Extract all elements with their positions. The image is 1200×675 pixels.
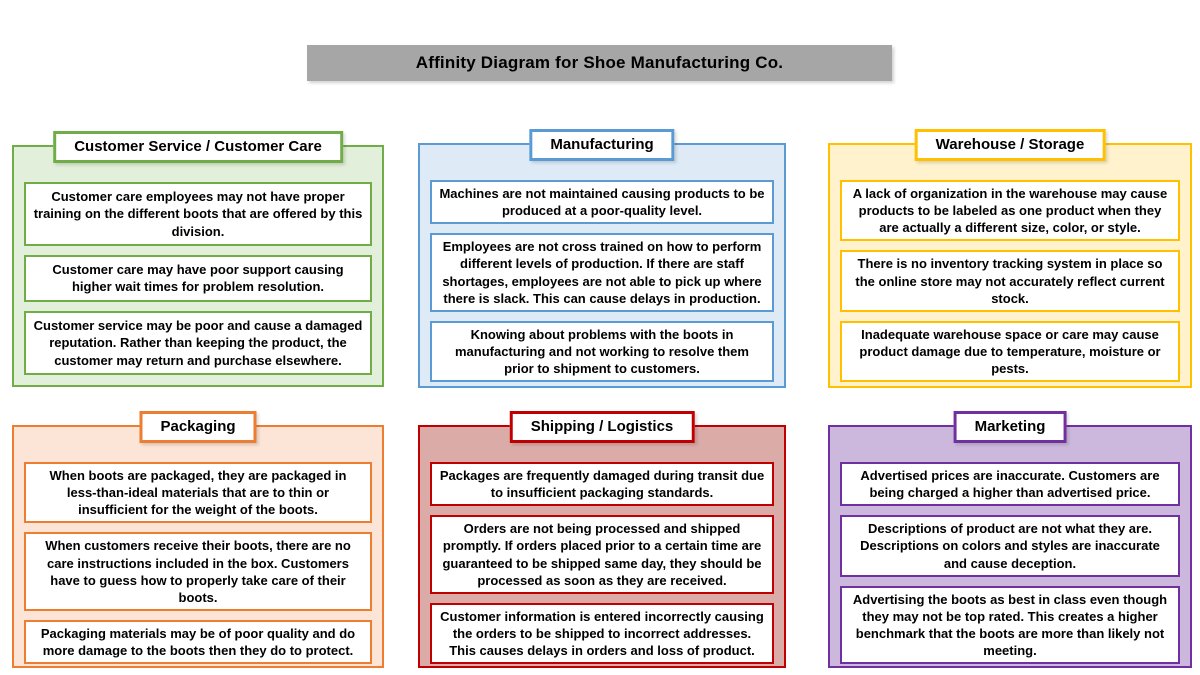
panel-title: Warehouse / Storage (935, 136, 1085, 153)
panel-header-warehouse-storage: Warehouse / Storage (914, 129, 1106, 161)
panel-body: A lack of organization in the warehouse … (830, 145, 1190, 386)
panel-body: Advertised prices are inaccurate. Custom… (830, 427, 1190, 666)
affinity-card: Knowing about problems with the boots in… (430, 320, 774, 383)
affinity-card: Customer information is entered incorrec… (430, 602, 774, 665)
affinity-card: Machines are not maintained causing prod… (430, 180, 774, 225)
card-text: A lack of organization in the warehouse … (852, 186, 1168, 236)
affinity-card: Descriptions of product are not what the… (840, 515, 1180, 577)
panel-header-manufacturing: Manufacturing (529, 129, 675, 161)
panel-body: Packages are frequently damaged during t… (420, 427, 784, 666)
panel-warehouse-storage: Warehouse / Storage A lack of organizati… (828, 129, 1192, 388)
card-text: Descriptions of product are not what the… (860, 521, 1160, 571)
affinity-card: Customer care employees may not have pro… (24, 182, 372, 247)
panel-customer-service: Customer Service / Customer Care Custome… (12, 131, 384, 387)
card-text: Customer service may be poor and cause a… (33, 318, 363, 368)
card-text: Packaging materials may be of poor quali… (40, 626, 356, 659)
panel-header-shipping-logistics: Shipping / Logistics (509, 411, 695, 443)
card-text: Customer care employees may not have pro… (33, 189, 363, 239)
card-text: When customers receive their boots, ther… (45, 538, 351, 605)
panel-header-marketing: Marketing (953, 411, 1067, 443)
card-text: Customer information is entered incorrec… (440, 608, 764, 659)
panel-title: Customer Service / Customer Care (74, 138, 322, 155)
panel-manufacturing: Manufacturing Machines are not maintaine… (418, 129, 786, 388)
panel-title: Shipping / Logistics (530, 418, 674, 435)
card-text: Customer care may have poor support caus… (52, 262, 344, 295)
panel-title: Manufacturing (550, 136, 654, 153)
card-text: Knowing about problems with the boots in… (455, 326, 749, 377)
card-text: Advertising the boots as best in class e… (852, 591, 1168, 659)
card-text: Employees are not cross trained on how t… (442, 239, 762, 306)
affinity-card: Customer care may have poor support caus… (24, 255, 372, 302)
affinity-card: When customers receive their boots, ther… (24, 532, 372, 612)
affinity-card: When boots are packaged, they are packag… (24, 462, 372, 524)
panel-title: Packaging (160, 418, 236, 435)
card-text: Advertised prices are inaccurate. Custom… (860, 468, 1160, 501)
card-text: There is no inventory tracking system in… (855, 256, 1165, 306)
affinity-card: Inadequate warehouse space or care may c… (840, 320, 1180, 383)
panel-marketing: Marketing Advertised prices are inaccura… (828, 411, 1192, 668)
diagram-title-bar: Affinity Diagram for Shoe Manufacturing … (307, 45, 892, 81)
affinity-card: Orders are not being processed and shipp… (430, 515, 774, 594)
panel-header-customer-service: Customer Service / Customer Care (53, 131, 343, 163)
panel-body: When boots are packaged, they are packag… (14, 427, 382, 666)
card-text: When boots are packaged, they are packag… (49, 468, 347, 518)
card-text: Inadequate warehouse space or care may c… (859, 326, 1161, 377)
panel-packaging: Packaging When boots are packaged, they … (12, 411, 384, 668)
panel-title: Marketing (974, 418, 1046, 435)
affinity-card: Customer service may be poor and cause a… (24, 310, 372, 375)
panel-body: Machines are not maintained causing prod… (420, 145, 784, 386)
affinity-card: Advertising the boots as best in class e… (840, 585, 1180, 665)
affinity-card: Advertised prices are inaccurate. Custom… (840, 462, 1180, 507)
affinity-card: There is no inventory tracking system in… (840, 250, 1180, 312)
card-text: Packages are frequently damaged during t… (439, 468, 765, 501)
affinity-card: A lack of organization in the warehouse … (840, 180, 1180, 242)
panel-header-packaging: Packaging (139, 411, 257, 443)
diagram-title: Affinity Diagram for Shoe Manufacturing … (415, 53, 784, 72)
panel-shipping-logistics: Shipping / Logistics Packages are freque… (418, 411, 786, 668)
card-text: Machines are not maintained causing prod… (439, 186, 765, 219)
card-text: Orders are not being processed and shipp… (442, 521, 762, 588)
affinity-card: Packaging materials may be of poor quali… (24, 620, 372, 665)
panel-body: Customer care employees may not have pro… (14, 147, 382, 385)
affinity-card: Employees are not cross trained on how t… (430, 233, 774, 312)
affinity-card: Packages are frequently damaged during t… (430, 462, 774, 507)
